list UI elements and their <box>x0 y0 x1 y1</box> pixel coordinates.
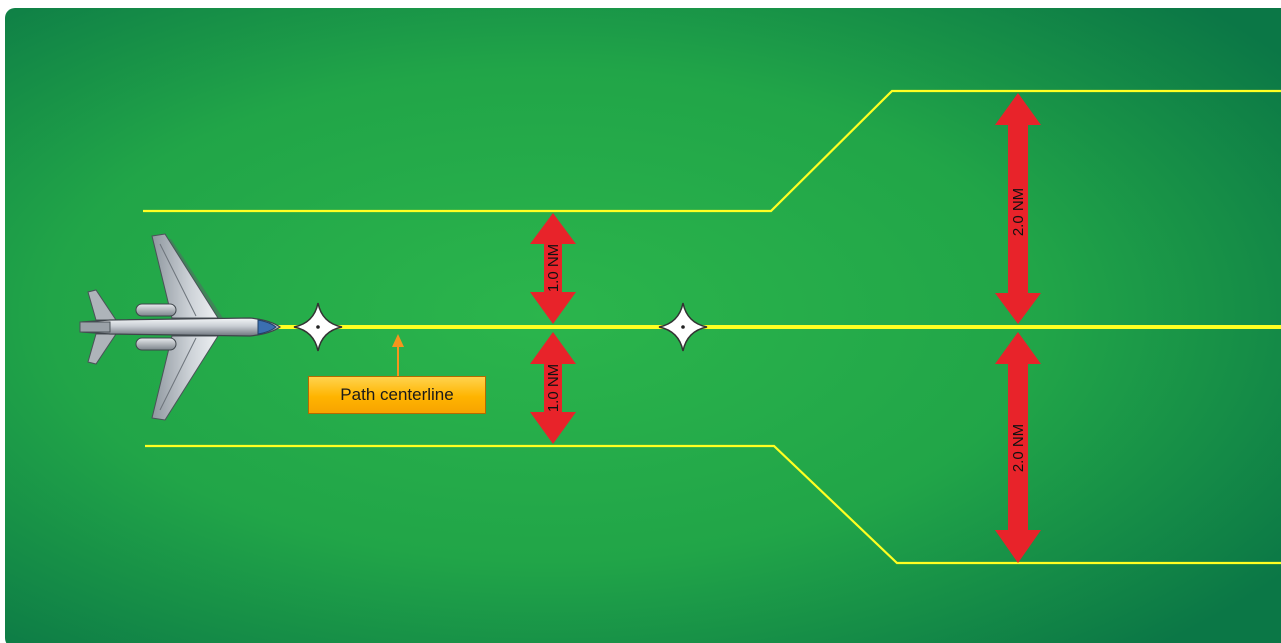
callout-pointer <box>392 334 404 376</box>
outer-bottom-arrow: 2.0 NM <box>995 332 1041 563</box>
inner-bottom-label: 1.0 NM <box>545 364 562 412</box>
inner-top-label: 1.0 NM <box>545 244 562 292</box>
outer-top-arrow: 2.0 NM <box>995 93 1041 324</box>
fly-by-waypoint-icon <box>293 302 343 352</box>
upper-boundary-line <box>143 89 1281 213</box>
lower-boundary-line <box>145 444 1281 565</box>
outer-top-label: 2.0 NM <box>1010 188 1027 236</box>
inner-bottom-arrow: 1.0 NM <box>530 332 576 444</box>
fly-by-waypoint-icon <box>658 302 708 352</box>
inner-top-arrow: 1.0 NM <box>530 213 576 324</box>
callout-label: Path centerline <box>340 385 454 404</box>
business-jet-icon <box>79 233 282 421</box>
outer-bottom-label: 2.0 NM <box>1010 424 1027 472</box>
path-centerline-callout: Path centerline <box>308 376 486 414</box>
